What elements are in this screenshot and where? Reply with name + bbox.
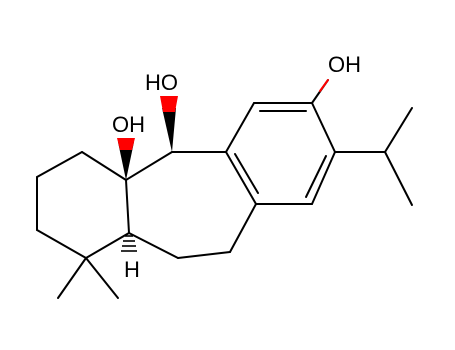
bond-ring-b-5 bbox=[229, 203, 257, 253]
bond-ring-a-6 bbox=[125, 179, 130, 234]
wedge-bond-left-oh-red bbox=[117, 138, 135, 150]
hashed-bond-h bbox=[121, 235, 137, 252]
bond-isopropyl-2 bbox=[384, 107, 413, 153]
bond-ring-b-3 bbox=[128, 232, 179, 259]
bond-methyl-right bbox=[85, 257, 119, 299]
bond-ring-a-1 bbox=[81, 151, 127, 181]
bond-ring-b-1 bbox=[125, 151, 173, 181]
bond-phenol-oh-red bbox=[319, 79, 329, 92]
atom-oh-phenol-label: OH bbox=[328, 52, 361, 77]
bond-arene-2 bbox=[225, 102, 255, 153]
atom-h-label: H bbox=[124, 257, 140, 282]
bond-methyl-left bbox=[57, 257, 87, 299]
wedge-bond-top-oh bbox=[162, 108, 176, 152]
bond-arene-4 bbox=[311, 102, 336, 153]
bond-arene-5 bbox=[311, 151, 336, 205]
bond-arene-1 bbox=[225, 151, 257, 205]
bond-ring-b-4 bbox=[177, 251, 231, 259]
wedge-bond-left-oh bbox=[118, 142, 134, 180]
bond-arene-1-inner bbox=[234, 153, 259, 194]
bond-arene-5-inner bbox=[305, 155, 327, 198]
atom-oh-top-label: HO bbox=[145, 70, 178, 95]
bond-ring-a-4 bbox=[36, 229, 87, 259]
bond-ring-a-5 bbox=[85, 232, 130, 259]
bond-ring-a-2 bbox=[36, 151, 83, 178]
wedge-bond-top-oh-red bbox=[160, 96, 178, 112]
bond-isopropyl-3 bbox=[384, 151, 413, 206]
atom-oh-left-label: OH bbox=[112, 112, 145, 137]
